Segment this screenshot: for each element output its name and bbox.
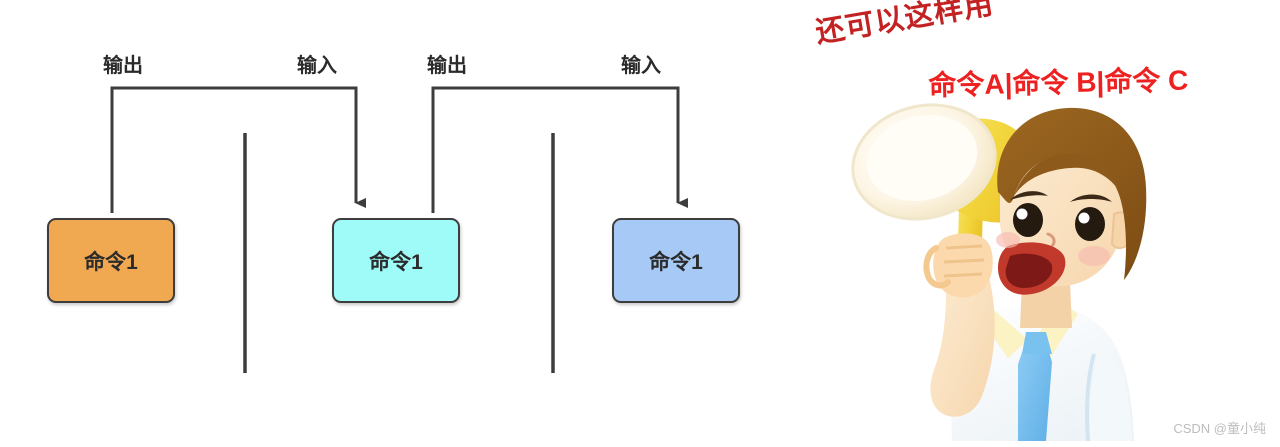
finger-line-2: [943, 258, 985, 264]
command-box-3[interactable]: 命令1: [612, 218, 740, 303]
hand-thumb: [923, 245, 951, 289]
command-box-1[interactable]: 命令1: [47, 218, 175, 303]
sleeve-seam: [1084, 353, 1096, 441]
mouth-inner: [1005, 253, 1053, 288]
hair: [997, 107, 1147, 281]
eyebrow-left: [1010, 191, 1048, 200]
connector-path-2: [431, 86, 688, 213]
necktie: [1018, 336, 1052, 441]
csdn-watermark: CSDN @童小纯: [1173, 421, 1266, 436]
nose: [1046, 232, 1056, 248]
eye-left: [1013, 203, 1043, 237]
cheek-left: [996, 232, 1020, 248]
eye-right: [1075, 207, 1105, 241]
eye-right-highlight: [1078, 212, 1090, 224]
connector-wires: [110, 86, 688, 373]
label-input-1: 输入: [297, 55, 337, 77]
finger-line-3: [943, 272, 983, 278]
megaphone-cone-inner: [866, 115, 978, 201]
shirt-sleeve-right: [1089, 346, 1132, 441]
shouting-man-with-megaphone-illustration: [851, 103, 1147, 441]
annotation-headline: 还可以这样用: [813, 0, 997, 50]
tie-knot: [1022, 332, 1052, 354]
eye-left-highlight: [1016, 208, 1028, 220]
label-input-2: 输入: [621, 55, 661, 77]
label-output-1: 输出: [103, 55, 143, 77]
cheek-right: [1078, 246, 1110, 266]
eyebrow-right: [1070, 194, 1112, 202]
label-output-2: 输出: [427, 55, 467, 77]
pipeline-diagram: 输出 输入 输出 输入 命令1 命令1 命令1: [47, 55, 740, 373]
connector-path-1: [110, 86, 366, 213]
hair-fringe: [1014, 154, 1120, 196]
command-box-2[interactable]: 命令1: [332, 218, 460, 303]
finger-line-1: [945, 244, 983, 250]
